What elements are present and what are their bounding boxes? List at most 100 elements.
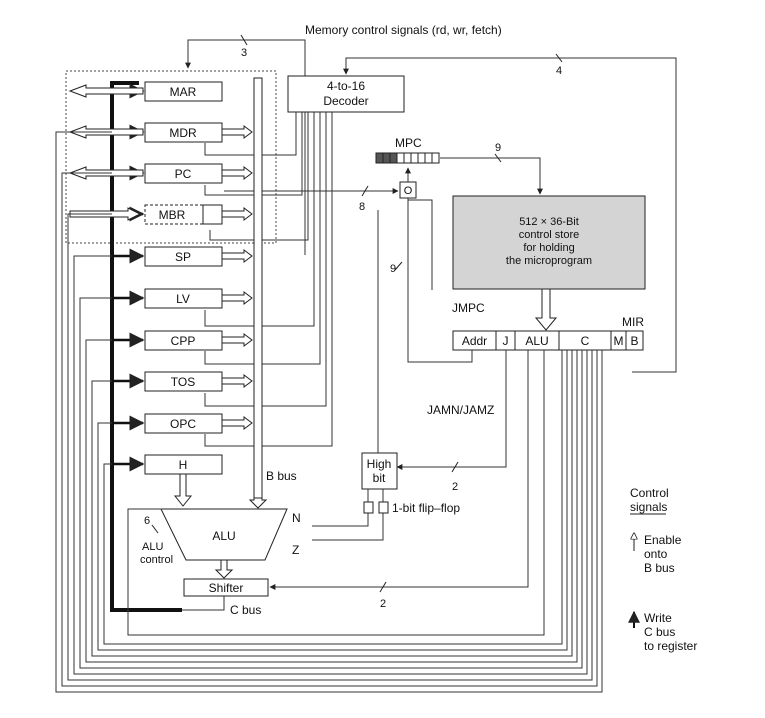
control-store-line4: the microprogram bbox=[506, 255, 592, 267]
mpc-width-slash bbox=[494, 153, 502, 163]
flipflop-label: 1-bit flip–flop bbox=[392, 501, 460, 515]
c-field-write-line bbox=[67, 213, 593, 681]
legend-title-line2: signals bbox=[630, 500, 667, 514]
register-label: H bbox=[179, 458, 188, 472]
legend-enable-line2: onto bbox=[644, 547, 668, 561]
jmpc-width: 9 bbox=[390, 263, 396, 275]
mpc-bit bbox=[410, 152, 419, 164]
register-cpp: CPP bbox=[114, 330, 253, 351]
c-field-write-line bbox=[97, 350, 568, 651]
c-bus-label: C bus bbox=[230, 603, 261, 617]
register-tos: TOS bbox=[114, 371, 253, 392]
mpc-bit bbox=[431, 152, 440, 164]
register-label: TOS bbox=[171, 375, 195, 389]
alu-label: ALU bbox=[212, 529, 235, 543]
c-field-write-line bbox=[79, 297, 583, 669]
alu-control-slash bbox=[151, 524, 159, 534]
high-bit-line2: bit bbox=[373, 471, 386, 485]
c-bus bbox=[110, 81, 182, 612]
z-label: Z bbox=[292, 543, 299, 557]
alu-control-line bbox=[127, 350, 545, 636]
memory-control-line bbox=[185, 39, 306, 255]
mir-field-label: ALU bbox=[525, 334, 548, 348]
jam-width-slash bbox=[451, 461, 459, 473]
decoder-width: 4 bbox=[556, 65, 562, 77]
n-label: N bbox=[292, 511, 301, 525]
h-to-alu-arrow bbox=[173, 473, 193, 507]
mem-width: 3 bbox=[241, 47, 247, 59]
decoder-line1: 4-to-16 bbox=[327, 79, 365, 93]
mir-field-b bbox=[625, 330, 644, 351]
register-mbr: MBR bbox=[114, 204, 253, 225]
alu-control-line2: control bbox=[140, 554, 173, 566]
b-bus-label: B bus bbox=[266, 469, 297, 483]
jam-label: JAMN/JAMZ bbox=[427, 403, 494, 417]
jam-line bbox=[396, 350, 507, 470]
mir-field-label: J bbox=[503, 334, 509, 348]
register-label: CPP bbox=[171, 334, 196, 348]
mpc-bit bbox=[396, 152, 405, 164]
c-field-write-line bbox=[91, 350, 573, 657]
memory-arrow-mar bbox=[68, 84, 144, 98]
flipflop-n bbox=[363, 501, 374, 514]
mir-label: MIR bbox=[622, 315, 644, 329]
c-field-write-line bbox=[85, 339, 578, 663]
high-bit-box: High bit bbox=[361, 452, 398, 490]
b-bus-enable-arrow bbox=[221, 166, 253, 180]
control-store-line3: for holding bbox=[523, 242, 574, 254]
b-bus bbox=[253, 77, 263, 499]
addr-line bbox=[407, 200, 473, 363]
b-bus-enable-arrow bbox=[221, 249, 253, 263]
store-to-mir-arrow bbox=[534, 288, 558, 331]
mpc-bit bbox=[403, 152, 412, 164]
legend: Control signals Enable onto B bus Write … bbox=[628, 486, 697, 653]
register-sp: SP bbox=[114, 246, 253, 267]
or-symbol: O bbox=[404, 185, 413, 197]
b-bus-enable-arrow bbox=[221, 291, 253, 305]
mir-field-label: B bbox=[630, 334, 638, 348]
or-box: O bbox=[399, 181, 417, 199]
register-h: H bbox=[114, 454, 223, 475]
alu-control-line1: ALU bbox=[142, 541, 163, 553]
alu: ALU bbox=[160, 508, 288, 561]
mpc-bit bbox=[417, 152, 426, 164]
legend-enable-line3: B bus bbox=[644, 561, 675, 575]
register-label: OPC bbox=[170, 417, 196, 431]
addr-width-slash bbox=[394, 261, 403, 271]
mpc-bit bbox=[389, 152, 398, 164]
bbus-to-alu-arrow bbox=[248, 497, 268, 509]
mpc-label: MPC bbox=[395, 136, 422, 150]
register-label: SP bbox=[175, 250, 191, 264]
mpc-bit bbox=[375, 152, 384, 164]
register-label: PC bbox=[175, 167, 192, 181]
legend-write-line1: Write bbox=[644, 611, 672, 625]
control-store-line1: 512 × 36-Bit bbox=[519, 216, 579, 228]
mir-field-label: Addr bbox=[462, 334, 487, 348]
shifter-control-line bbox=[269, 350, 529, 590]
b-bus-enable-arrow bbox=[221, 125, 253, 139]
register-opc: OPC bbox=[114, 413, 253, 434]
jam-width: 2 bbox=[452, 481, 458, 493]
mem-width-slash bbox=[240, 34, 248, 46]
mpc-to-store-line bbox=[440, 157, 543, 195]
b-bus-enable-arrow bbox=[221, 374, 253, 388]
shifter-label: Shifter bbox=[209, 581, 244, 595]
alu-control-width: 6 bbox=[144, 515, 150, 527]
n-line bbox=[312, 513, 369, 527]
mbr-width-slash bbox=[361, 185, 369, 197]
legend-write-line2: C bus bbox=[644, 625, 675, 639]
c-field-write-line bbox=[61, 172, 598, 687]
b-bus-enable-arrow bbox=[221, 207, 253, 221]
mpc-bit bbox=[424, 152, 433, 164]
jmpc-line bbox=[408, 199, 433, 290]
b-field-line bbox=[343, 57, 677, 373]
alu-to-shifter-arrow bbox=[214, 559, 234, 579]
flipflop-z bbox=[378, 501, 389, 514]
decoder: 4-to-16 Decoder bbox=[287, 75, 405, 113]
control-store: 512 × 36-Bit control store for holding t… bbox=[452, 195, 646, 290]
decoder-width-slash bbox=[555, 53, 563, 63]
register-label: MAR bbox=[170, 85, 197, 99]
shifter: Shifter bbox=[183, 578, 269, 597]
